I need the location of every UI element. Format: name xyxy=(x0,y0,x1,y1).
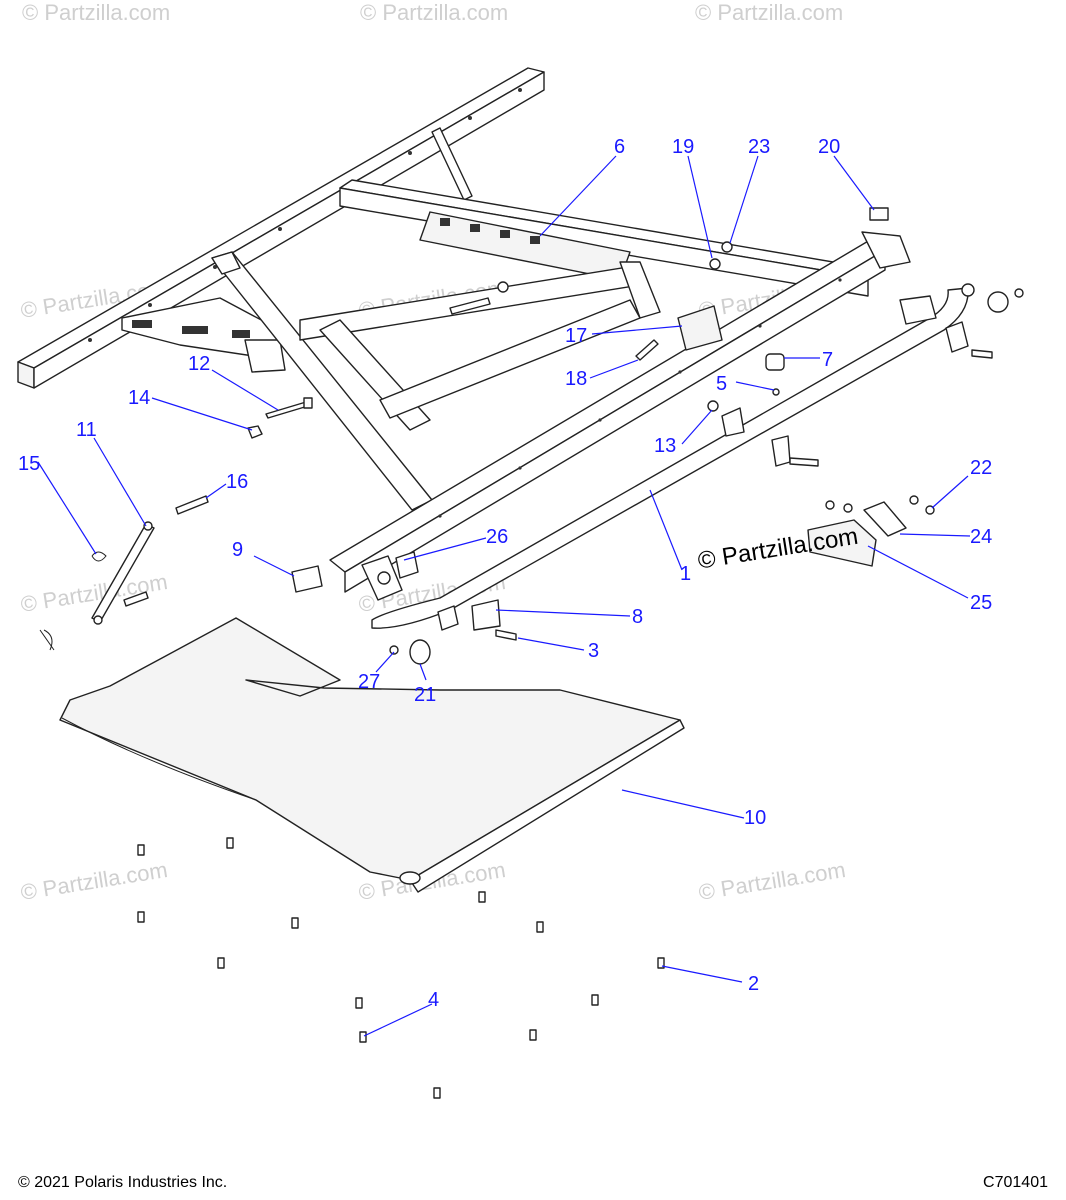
push-rivets xyxy=(137,837,665,1099)
frame-rail-upper xyxy=(17,67,545,389)
callout-13: 13 xyxy=(654,435,676,457)
callout-19: 19 xyxy=(672,136,694,158)
frame-cross-member xyxy=(339,179,881,297)
watermark: © Partzilla.com xyxy=(360,0,508,25)
footer-diagram-code: C701401 xyxy=(983,1174,1048,1191)
callout-22: 22 xyxy=(970,457,992,479)
gas-strut xyxy=(91,521,155,625)
callout-26: 26 xyxy=(486,526,508,548)
callout-5: 5 xyxy=(716,373,727,395)
callout-25: 25 xyxy=(970,592,992,614)
hardware xyxy=(39,207,1024,665)
callout-15: 15 xyxy=(18,453,40,475)
callout-24: 24 xyxy=(970,526,992,548)
callout-14: 14 xyxy=(128,387,150,409)
callout-3: 3 xyxy=(588,640,599,662)
watermark: © Partzilla.com xyxy=(697,857,847,905)
frame-rail-lower xyxy=(329,231,911,593)
watermark: © Partzilla.com xyxy=(22,0,170,25)
callout-9: 9 xyxy=(232,539,243,561)
callout-8: 8 xyxy=(632,606,643,628)
leader-lines xyxy=(37,155,971,1037)
callout-labels: 6 19 23 20 17 18 7 5 13 12 14 11 15 16 2… xyxy=(18,136,992,1011)
callout-4: 4 xyxy=(428,989,439,1011)
watermark: © Partzilla.com xyxy=(695,0,843,25)
callout-1: 1 xyxy=(680,563,691,585)
footer-copyright: © 2021 Polaris Industries Inc. xyxy=(18,1174,228,1191)
stabilizer-bar xyxy=(371,283,975,629)
callout-12: 12 xyxy=(188,353,210,375)
frame-mount-bracket xyxy=(121,297,286,373)
callout-23: 23 xyxy=(748,136,770,158)
callout-21: 21 xyxy=(414,684,436,706)
callout-10: 10 xyxy=(744,807,766,829)
callout-20: 20 xyxy=(818,136,840,158)
callout-16: 16 xyxy=(226,471,248,493)
callout-18: 18 xyxy=(565,368,587,390)
frame-brace-top xyxy=(431,127,473,201)
callout-7: 7 xyxy=(822,349,833,371)
skid-plate xyxy=(59,617,685,893)
callout-17: 17 xyxy=(565,325,587,347)
watermark: © Partzilla.com xyxy=(19,857,169,905)
callout-2: 2 xyxy=(748,973,759,995)
latch-bracket xyxy=(361,555,403,601)
callout-27: 27 xyxy=(358,671,380,693)
callout-11: 11 xyxy=(76,419,97,441)
callout-6: 6 xyxy=(614,136,625,158)
